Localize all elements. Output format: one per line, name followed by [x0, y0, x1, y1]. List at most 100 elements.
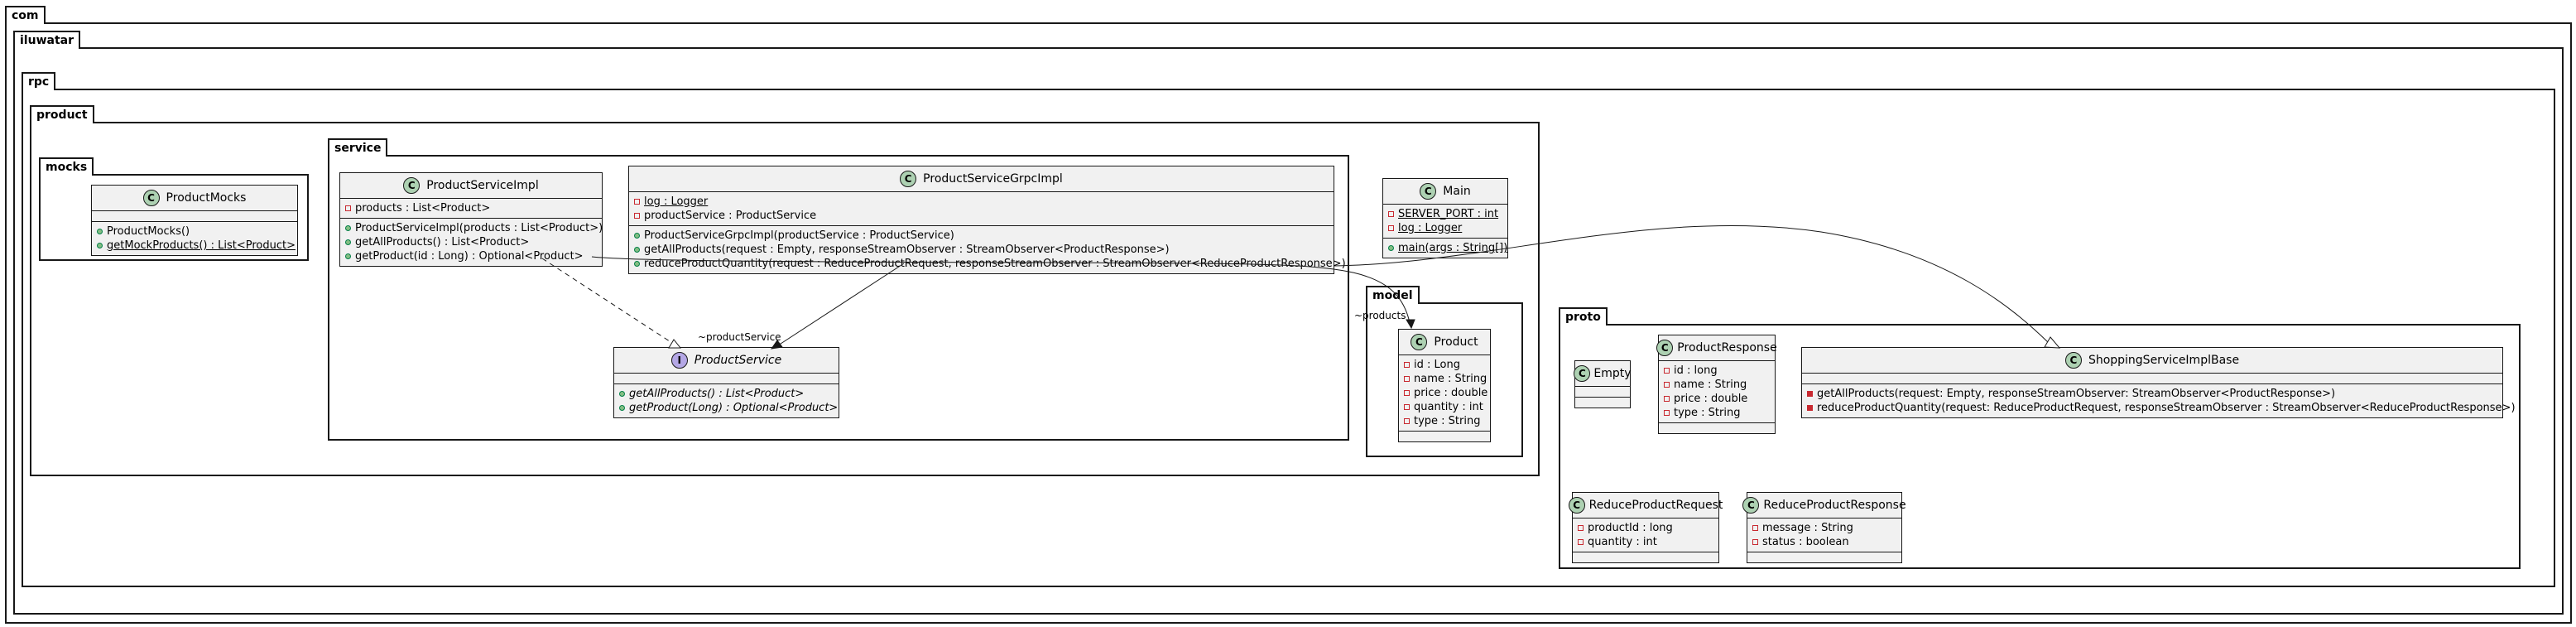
- package-mocks-label: mocks: [39, 157, 94, 176]
- field-text: id : long: [1674, 364, 1718, 377]
- package-iluwatar-label: iluwatar: [13, 31, 80, 49]
- method-text: getAllProducts(request: Empty, responseS…: [1817, 388, 2336, 400]
- private-visibility-icon: [634, 199, 640, 205]
- field-text: name : String: [1414, 373, 1487, 385]
- field-text: SERVER_PORT : int: [1398, 208, 1499, 220]
- class-icon: C: [1568, 497, 1585, 514]
- method-text: getProduct(Long) : Optional<Product>: [629, 402, 839, 414]
- field-text: price : double: [1674, 393, 1748, 405]
- fields-section: [1575, 387, 1630, 398]
- field-row: products : List<Product>: [345, 201, 597, 215]
- field-text: log : Logger: [644, 195, 709, 208]
- methods-section: [1573, 552, 1718, 562]
- method-text: reduceProductQuantity(request : ReducePr…: [644, 258, 1346, 270]
- private-visibility-icon: [1388, 225, 1394, 231]
- class-name: Product: [1434, 335, 1478, 349]
- methods-section: ProductServiceGrpcImpl(productService : …: [629, 226, 1346, 273]
- package-com-label: com: [5, 6, 46, 24]
- class-name: ReduceProductRequest: [1588, 499, 1723, 512]
- private-visibility-icon: [1752, 525, 1758, 531]
- class-icon: C: [1574, 365, 1591, 382]
- field-row: id : Long: [1404, 358, 1485, 372]
- field-text: price : double: [1414, 387, 1488, 399]
- field-text: productService : ProductService: [644, 210, 817, 222]
- method-row: getProduct(id : Long) : Optional<Product…: [345, 249, 597, 263]
- field-text: name : String: [1674, 379, 1747, 391]
- package-com: com: [5, 6, 2572, 624]
- public-visibility-icon: [345, 225, 351, 231]
- field-text: productId : long: [1588, 522, 1673, 534]
- methods-section: [1747, 552, 1901, 562]
- method-text: ProductServiceGrpcImpl(productService : …: [644, 229, 954, 242]
- private-visibility-icon: [1404, 362, 1410, 368]
- class-icon: C: [1420, 183, 1437, 200]
- private-visibility-icon: [1664, 396, 1670, 402]
- fields-section: products : List<Product>: [340, 199, 602, 219]
- class-name: ProductMocks: [166, 191, 247, 205]
- field-row: quantity : int: [1404, 400, 1485, 414]
- field-row: id : long: [1664, 364, 1770, 378]
- edge-label-products: ~products: [1354, 310, 1406, 321]
- public-visibility-icon: [634, 233, 640, 239]
- field-text: quantity : int: [1588, 536, 1657, 548]
- field-row: name : String: [1404, 372, 1487, 386]
- method-row: ProductServiceGrpcImpl(productService : …: [634, 229, 1329, 243]
- fields-section: [614, 374, 839, 384]
- package-mocks: mocks: [39, 157, 309, 261]
- public-visibility-icon: [619, 405, 625, 411]
- private-visibility-icon: [1578, 525, 1584, 531]
- private-visibility-icon: [1752, 539, 1758, 545]
- method-text: ProductMocks(): [107, 225, 190, 238]
- package-iluwatar: iluwatar: [13, 31, 2564, 615]
- private-visibility-icon: [1664, 410, 1670, 416]
- package-proto-label: proto: [1559, 307, 1608, 326]
- field-row: name : String: [1664, 378, 1770, 392]
- method-row: reduceProductQuantity(request: ReducePro…: [1807, 401, 2516, 415]
- field-row: status : boolean: [1752, 535, 1896, 549]
- method-row: ProductMocks(): [97, 224, 292, 239]
- class-name: ProductServiceImpl: [426, 179, 539, 192]
- methods-section: getAllProducts() : List<Product> getProd…: [614, 384, 839, 417]
- method-row: ProductServiceImpl(products : List<Produ…: [345, 221, 603, 235]
- private-visibility-icon: [634, 213, 640, 219]
- class-icon: C: [1742, 497, 1760, 514]
- field-row: price : double: [1664, 392, 1770, 406]
- field-text: type : String: [1674, 407, 1741, 419]
- fields-section: id : Long name : String price : double q…: [1399, 355, 1490, 432]
- field-row: log : Logger: [1388, 221, 1502, 235]
- public-visibility-icon: [345, 239, 351, 245]
- class-icon: C: [142, 190, 160, 206]
- field-text: quantity : int: [1414, 401, 1483, 413]
- field-row: productService : ProductService: [634, 209, 1329, 223]
- method-row: getAllProducts() : List<Product>: [619, 387, 834, 401]
- fields-section: SERVER_PORT : int log : Logger: [1383, 205, 1507, 239]
- field-row: SERVER_PORT : int: [1388, 207, 1502, 221]
- private-visibility-icon: [1404, 376, 1410, 382]
- fields-section: log : Logger productService : ProductSer…: [629, 192, 1334, 226]
- public-visibility-icon: [97, 243, 103, 248]
- field-row: log : Logger: [634, 195, 1329, 209]
- class-name: Empty: [1593, 367, 1632, 380]
- method-row: getProduct(Long) : Optional<Product>: [619, 401, 838, 415]
- public-visibility-icon: [97, 229, 103, 234]
- public-visibility-icon: [345, 253, 351, 259]
- methods-section: main(args : String[]): [1383, 239, 1507, 258]
- class-name: ReduceProductResponse: [1763, 499, 1906, 512]
- fields-section: message : String status : boolean: [1747, 518, 1901, 552]
- method-text: getAllProducts() : List<Product>: [629, 388, 805, 400]
- package-service-label: service: [328, 138, 388, 157]
- field-row: quantity : int: [1578, 535, 1713, 549]
- class-name: ProductResponse: [1677, 341, 1777, 354]
- field-row: productId : long: [1578, 521, 1713, 535]
